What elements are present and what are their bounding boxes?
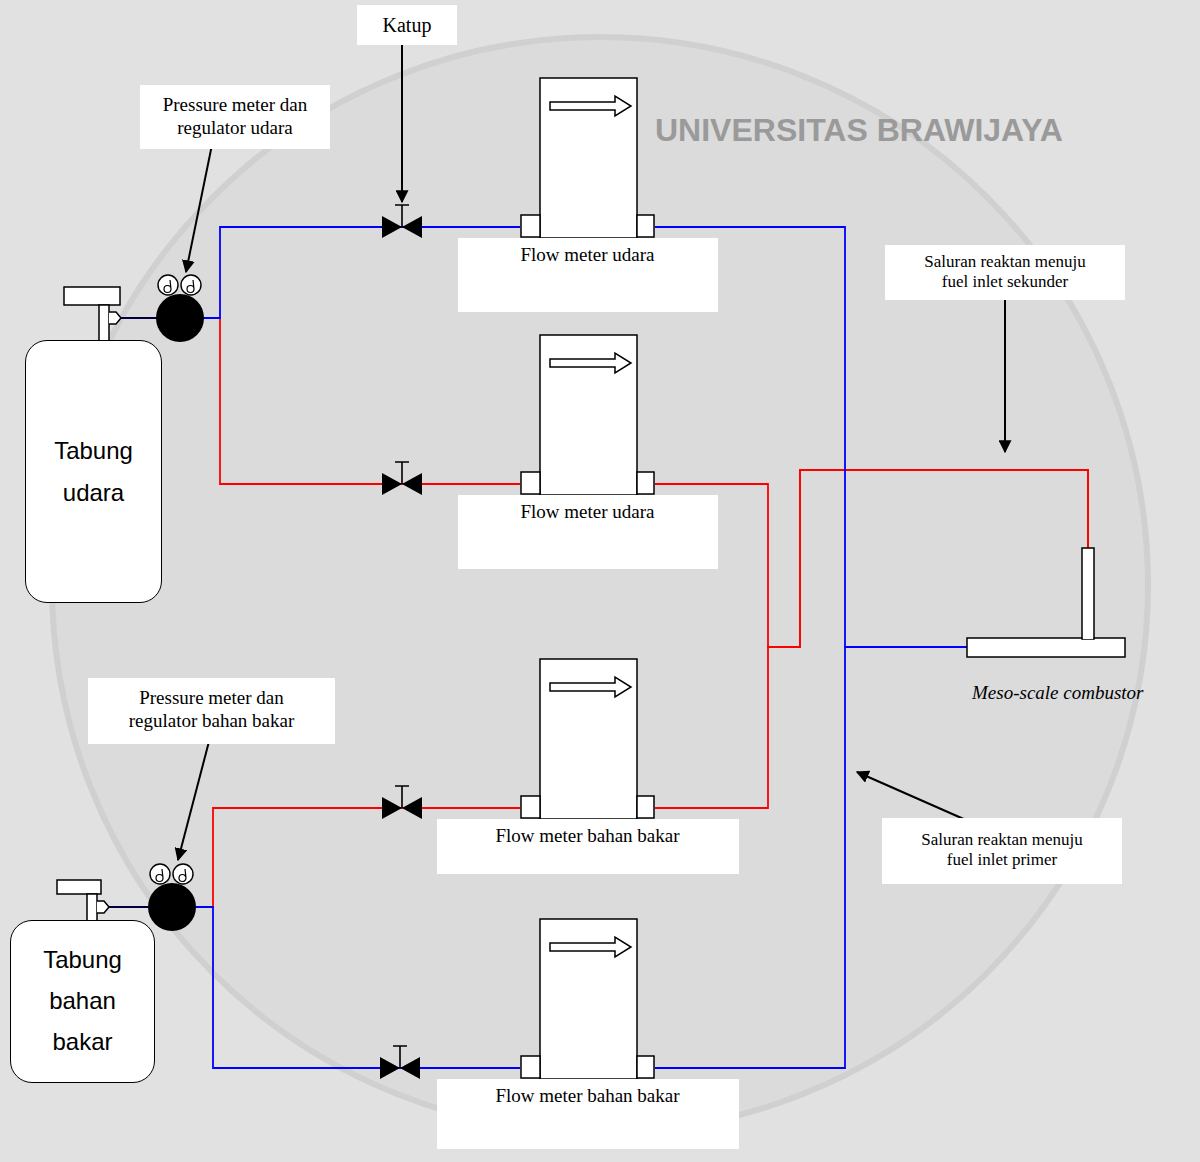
leader-arrow (401, 30, 403, 202)
shape-outline (520, 335, 655, 495)
meter-port (521, 796, 540, 818)
gas-cylinder: Tabung udara (25, 340, 162, 603)
node-text: Flow meter bahan bakar (495, 825, 679, 848)
valve-symbol (382, 786, 422, 819)
pipe-line (92, 907, 520, 1068)
gauge-needle (179, 869, 186, 882)
shape-outline (520, 659, 655, 819)
meter-port (637, 472, 654, 494)
label-patch: Flow meter bahan bakar (437, 819, 739, 874)
pipe-line (655, 470, 1088, 647)
valve-stem (395, 786, 409, 808)
gauge-needle (156, 869, 163, 882)
meter-body (540, 659, 637, 819)
meter-port (637, 796, 654, 818)
meter-body (540, 919, 637, 1079)
valve-stem (395, 205, 409, 227)
pressure-gauge (158, 275, 178, 295)
pipe-line (104, 318, 520, 484)
leader-arrow (1004, 285, 1006, 452)
cylinder-cap (64, 287, 120, 305)
meter-body (540, 78, 637, 238)
leader-arrow (178, 730, 212, 860)
pressure-gauge (181, 275, 201, 295)
secondary-inlet-tube (1082, 548, 1094, 639)
gas-cylinder: Tabung bahan bakar (10, 920, 155, 1083)
node-text: Pressure meter dan regulator udara (150, 94, 320, 140)
meter-port (637, 215, 654, 237)
callout-box: Saluran reaktan menuju fuel inlet sekund… (885, 245, 1125, 300)
combustor: Meso-scale combustor (967, 548, 1125, 658)
label-holder: Meso-scale combustor (972, 682, 1144, 704)
node-text: Meso-scale combustor (972, 682, 1144, 704)
flow-meter: Flow meter bahan bakar (520, 659, 655, 819)
pressure-gauge (173, 864, 193, 884)
callout-box: Pressure meter dan regulator udara (140, 85, 330, 149)
callout-box: Katup (357, 5, 457, 45)
flow-meter: Flow meter bahan bakar (520, 919, 655, 1079)
valve-stem (395, 462, 409, 484)
regulator-pipe (109, 906, 150, 908)
leader-arrow (186, 130, 215, 272)
flow-direction-arrow (550, 96, 631, 116)
meter-port (637, 1056, 654, 1078)
node-text: Saluran reaktan menuju fuel inlet primer (908, 830, 1096, 871)
valve-symbol (382, 205, 422, 238)
gauge-needle (164, 280, 171, 293)
node-text: Saluran reaktan menuju fuel inlet sekund… (911, 252, 1099, 293)
node-text: Tabung udara (44, 430, 144, 514)
meter-port (521, 472, 540, 494)
regulator-body (148, 883, 196, 931)
node-text: Katup (363, 13, 451, 37)
label-patch: Flow meter udara (458, 238, 718, 312)
valve-stem (393, 1046, 407, 1068)
meter-port (521, 215, 540, 237)
flow-direction-arrow (550, 677, 631, 697)
shape-outline (520, 919, 655, 1079)
regulator-pipe (121, 317, 158, 319)
node-text: Flow meter udara (520, 501, 654, 524)
valve-symbol (380, 1046, 420, 1079)
gauge-needle (187, 280, 194, 293)
shape-outline (520, 78, 655, 238)
node-text: Flow meter udara (520, 244, 654, 267)
flow-direction-arrow (550, 937, 631, 957)
flow-direction-arrow (550, 353, 631, 373)
cylinder-neck (99, 305, 109, 341)
label-patch: Flow meter bahan bakar (437, 1079, 739, 1149)
regulator-body (156, 294, 204, 342)
cylinder-neck (87, 894, 97, 921)
shape-outline (967, 548, 1125, 658)
flow-meter: Flow meter udara (520, 335, 655, 495)
node-text: Flow meter bahan bakar (495, 1085, 679, 1108)
meter-body (540, 335, 637, 495)
valve-symbol (382, 462, 422, 495)
watermark-seal (52, 37, 1148, 1133)
cylinder-cap (57, 880, 101, 894)
pressure-gauge (150, 864, 170, 884)
watermark-text: UNIVERSITAS BRAWIJAYA (655, 112, 1063, 149)
cylinder-nozzle (97, 901, 109, 913)
tube-joint (1083, 637, 1093, 639)
flow-meter: Flow meter udara (520, 78, 655, 238)
label-patch: Flow meter udara (458, 495, 718, 569)
meter-port (521, 1056, 540, 1078)
combustor-tube (967, 638, 1125, 657)
callout-box: Pressure meter dan regulator bahan bakar (88, 678, 335, 744)
callout-box: Saluran reaktan menuju fuel inlet primer (882, 818, 1122, 884)
cylinder-nozzle (109, 312, 121, 324)
node-text: Pressure meter dan regulator bahan bakar (110, 687, 313, 733)
node-text: Tabung bahan bakar (33, 940, 133, 1062)
